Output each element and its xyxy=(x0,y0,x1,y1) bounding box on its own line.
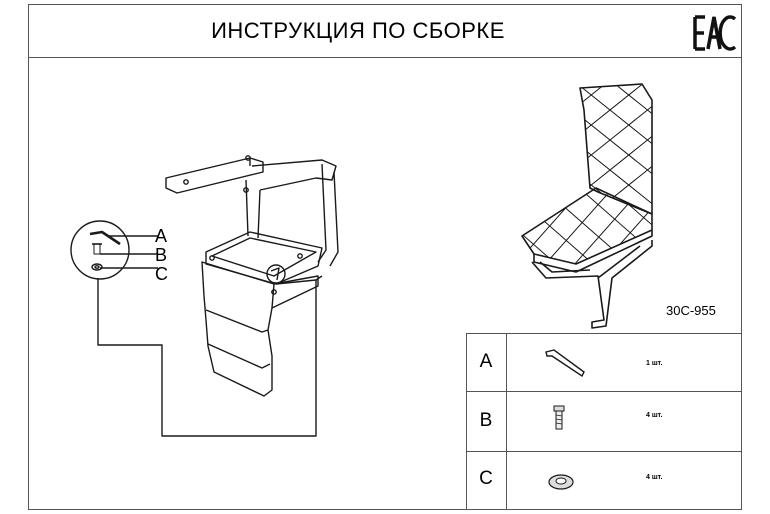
callout-label-b: B xyxy=(155,245,168,265)
eac-certification-mark-icon xyxy=(693,15,737,51)
callout-label-c: C xyxy=(155,264,168,284)
part-letter: A xyxy=(479,351,493,372)
header: ИНСТРУКЦИЯ ПО СБОРКЕ xyxy=(28,4,742,58)
table-divider xyxy=(466,333,467,510)
part-qty: 4 шт. xyxy=(646,474,663,481)
instruction-sheet-border xyxy=(28,4,742,510)
seat-cushion xyxy=(201,261,319,397)
frame-right-strut xyxy=(317,163,339,267)
part-letter: B xyxy=(479,410,493,431)
part-qty: 4 шт. xyxy=(646,412,663,419)
parts-table: A 1 шт. B 4 шт. C 4 шт. xyxy=(466,333,742,510)
product-code: 30С-955 xyxy=(666,303,716,318)
seat-frame xyxy=(205,231,323,285)
parts-row-b: B 4 шт. xyxy=(466,391,742,451)
part-letter: C xyxy=(479,468,493,489)
frame-left-strut xyxy=(245,179,261,239)
washer-icon xyxy=(548,474,574,490)
parts-row-c: C 4 шт. xyxy=(466,451,742,510)
hex-key-icon xyxy=(545,349,585,378)
chair-backrest xyxy=(579,83,653,215)
table-divider xyxy=(506,333,507,510)
chair-frame xyxy=(531,240,653,329)
page-title: ИНСТРУКЦИЯ ПО СБОРКЕ xyxy=(211,18,505,43)
detail-magnifier xyxy=(70,220,130,280)
parts-row-a: A 1 шт. xyxy=(466,333,742,391)
bolt-icon xyxy=(553,405,565,430)
callout-label-a: A xyxy=(155,226,168,246)
part-qty: 1 шт. xyxy=(646,360,663,367)
